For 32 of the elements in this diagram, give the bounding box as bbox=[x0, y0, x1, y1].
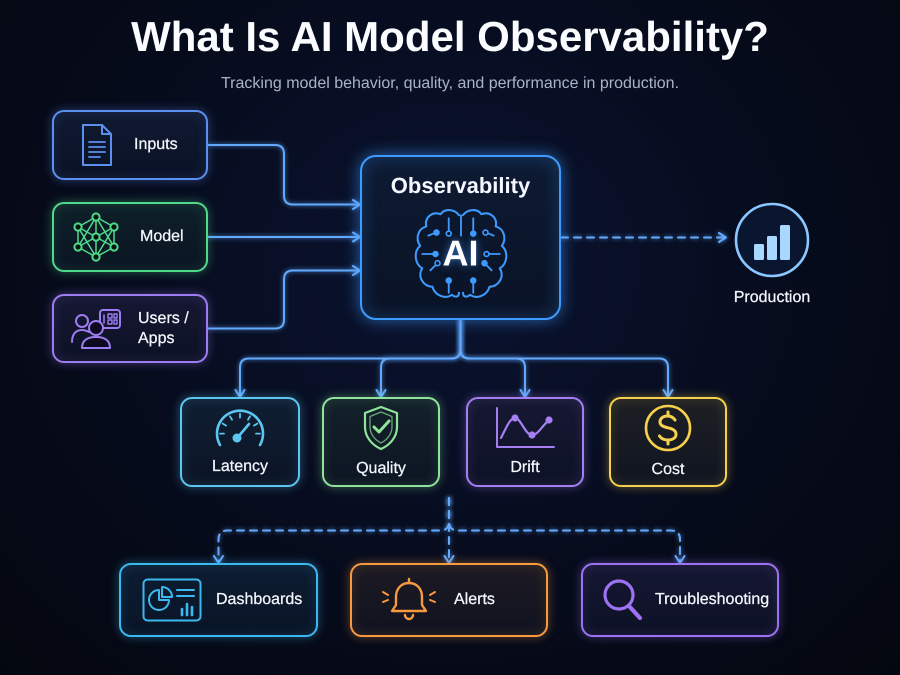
arrow bbox=[207, 232, 361, 242]
source-card bbox=[52, 294, 208, 363]
ai-label: AI bbox=[442, 236, 478, 272]
source-card bbox=[52, 110, 208, 180]
node-label: Users / Apps bbox=[138, 309, 190, 348]
node-label: Model bbox=[140, 227, 184, 247]
source-card bbox=[52, 202, 208, 272]
node-label: Troubleshooting bbox=[655, 590, 770, 610]
panel-title: Observability bbox=[390, 173, 530, 200]
node-label: Quality bbox=[356, 459, 406, 479]
node-label: Production bbox=[734, 288, 810, 308]
hub-panel bbox=[360, 155, 561, 320]
metric-card bbox=[466, 397, 584, 487]
arrow bbox=[460, 319, 674, 398]
node-label: Drift bbox=[510, 458, 540, 478]
output-card bbox=[119, 563, 318, 637]
node-label: Dashboards bbox=[216, 590, 302, 610]
output-card bbox=[350, 563, 548, 637]
dashed-arrow bbox=[560, 232, 727, 243]
node-label: Alerts bbox=[454, 590, 495, 610]
arrow bbox=[207, 265, 361, 330]
dashed-arrow bbox=[448, 497, 686, 564]
metric-card bbox=[322, 397, 440, 487]
node-label: Latency bbox=[212, 457, 268, 477]
metric-card bbox=[180, 397, 300, 487]
title: What Is AI Model Observability? bbox=[131, 12, 769, 62]
node-label: Inputs bbox=[134, 135, 178, 155]
output-card bbox=[581, 563, 779, 637]
node-label: Cost bbox=[652, 460, 684, 480]
subtitle: Tracking model behavior, quality, and performance in production. bbox=[220, 74, 680, 94]
metric-card bbox=[609, 397, 727, 487]
arrow bbox=[207, 144, 361, 210]
